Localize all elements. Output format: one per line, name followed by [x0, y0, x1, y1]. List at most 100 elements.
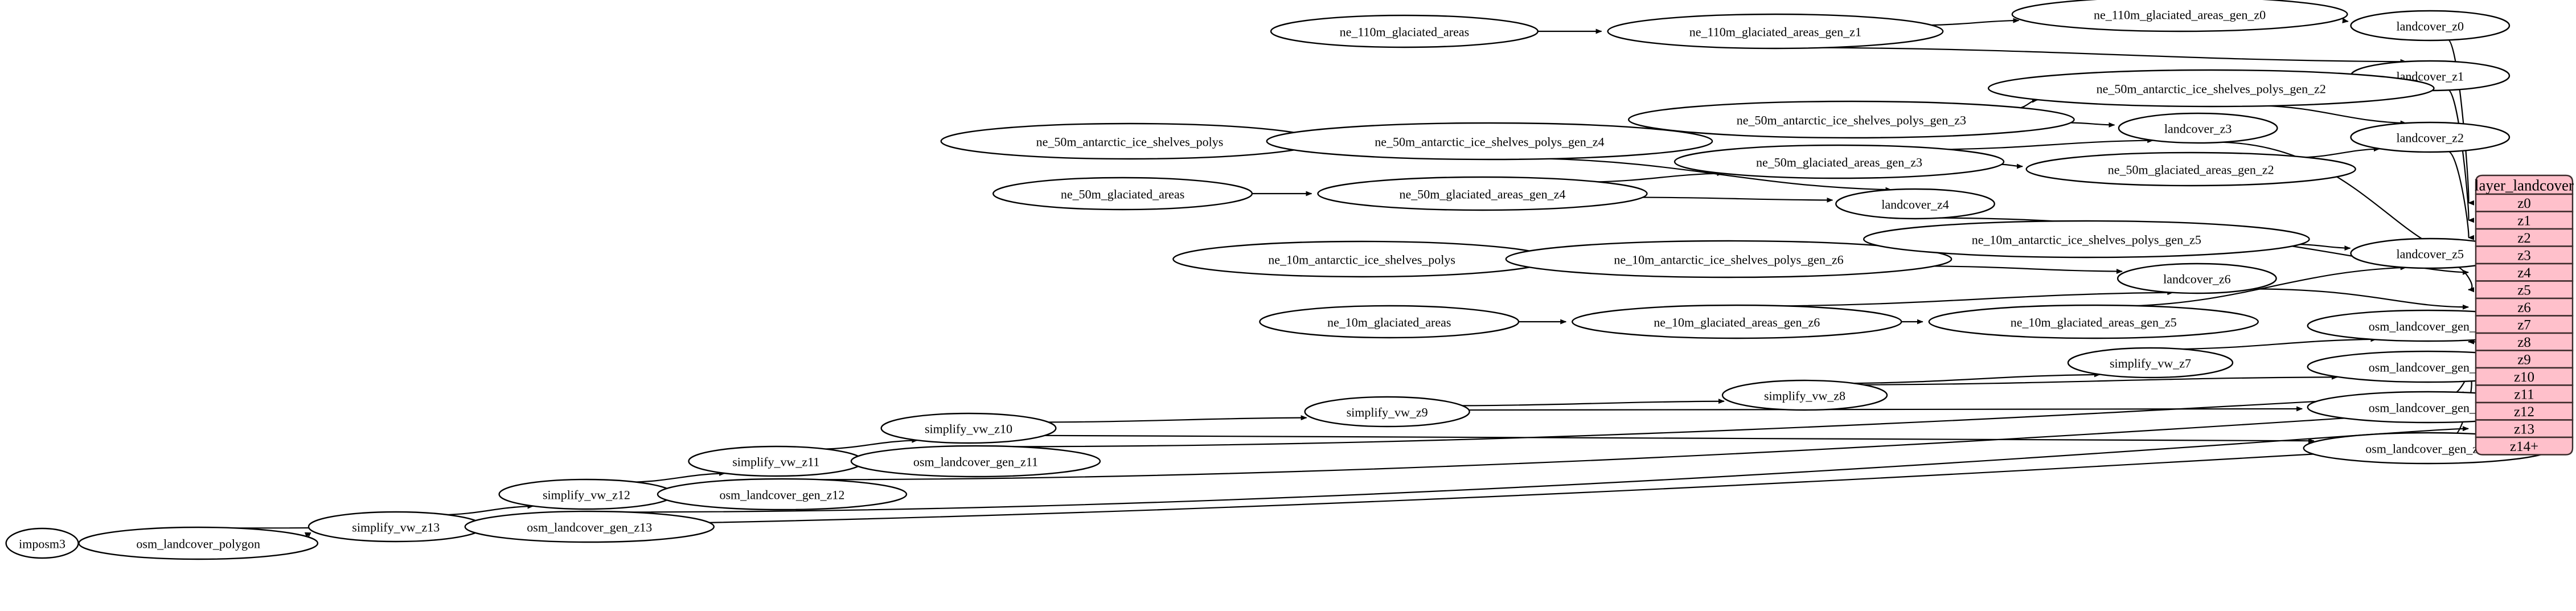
node-label: osm_landcover_gen_z13 — [527, 520, 652, 535]
node-label: osm_landcover_gen_z11 — [913, 455, 1038, 469]
node-label: ne_10m_antarctic_ice_shelves_polys_gen_z… — [1614, 253, 1843, 267]
graph-node-ne_50m_antarctic_ice_shelves_polys_gen_z3[interactable]: ne_50m_antarctic_ice_shelves_polys_gen_z… — [1627, 100, 2075, 139]
node-shape — [2116, 263, 2277, 294]
graph-node-ne_50m_glaciated_areas_gen_z3[interactable]: ne_50m_glaciated_areas_gen_z3 — [1673, 144, 2005, 179]
graph-node-simplify_vw_z10[interactable]: simplify_vw_z10 — [880, 412, 1057, 444]
table-row-label: z10 — [2514, 370, 2534, 385]
node-label: ne_50m_antarctic_ice_shelves_polys_gen_z… — [1375, 135, 1604, 149]
graph-edge — [1461, 399, 1725, 407]
node-label: osm_landcover_gen_z7 — [2369, 319, 2488, 334]
graph-node-ne_10m_antarctic_ice_shelves_polys[interactable]: ne_10m_antarctic_ice_shelves_polys — [1172, 240, 1552, 278]
graph-node-osm_landcover_polygon[interactable]: osm_landcover_polygon — [78, 526, 319, 560]
node-shape — [2067, 347, 2234, 379]
graph-node-simplify_vw_z9[interactable]: simplify_vw_z9 — [1304, 396, 1470, 428]
node-shape — [1270, 14, 1539, 48]
graph-node-ne_50m_glaciated_areas_gen_z2[interactable]: ne_50m_glaciated_areas_gen_z2 — [2025, 151, 2356, 187]
node-label: ne_50m_glaciated_areas_gen_z4 — [1399, 187, 1565, 202]
node-label: ne_50m_glaciated_areas — [1061, 187, 1184, 202]
graph-edge — [1642, 196, 1833, 203]
graph-edge — [1773, 290, 2174, 307]
graph-node-ne_110m_glaciated_areas_gen_z1[interactable]: ne_110m_glaciated_areas_gen_z1 — [1607, 13, 1944, 50]
graph-node-ne_10m_antarctic_ice_shelves_polys_gen_z6[interactable]: ne_10m_antarctic_ice_shelves_polys_gen_z… — [1505, 240, 1952, 278]
table-row-z14+[interactable] — [2475, 436, 2574, 456]
graph-node-osm_landcover_gen_z12[interactable]: osm_landcover_gen_z12 — [657, 478, 908, 511]
graph-edge — [1932, 265, 2123, 274]
graph-edge — [2447, 150, 2475, 240]
node-label: simplify_vw_z10 — [925, 422, 1012, 436]
graph-edge — [1812, 47, 2407, 64]
node-shape — [880, 412, 1057, 444]
table-row-label: z8 — [2517, 335, 2531, 350]
node-shape — [1863, 220, 2310, 259]
table-row-label: z5 — [2517, 282, 2531, 298]
node-label: osm_landcover_gen_z10 — [2365, 442, 2491, 456]
graph-node-landcover_z5[interactable]: landcover_z5 — [2350, 237, 2511, 269]
graph-edge — [2301, 146, 2380, 158]
node-shape — [2350, 10, 2511, 42]
table-row-label: z13 — [2514, 421, 2534, 437]
graph-node-ne_50m_glaciated_areas_gen_z4[interactable]: ne_50m_glaciated_areas_gen_z4 — [1317, 176, 1648, 211]
graph-edge — [1930, 18, 2020, 26]
table-row-label: z0 — [2517, 196, 2531, 211]
node-label: simplify_vw_z8 — [1764, 389, 1845, 403]
node-label: ne_50m_glaciated_areas_gen_z3 — [1756, 155, 1922, 170]
graph-node-ne_50m_antarctic_ice_shelves_polys[interactable]: ne_50m_antarctic_ice_shelves_polys — [940, 122, 1319, 160]
graph-node-simplify_vw_z11[interactable]: simplify_vw_z11 — [688, 445, 864, 477]
graph-node-landcover_z3[interactable]: landcover_z3 — [2118, 112, 2278, 144]
node-shape — [1928, 304, 2259, 339]
graph-node-landcover_z4[interactable]: landcover_z4 — [1835, 188, 1995, 220]
graph-node-ne_110m_glaciated_areas_gen_z0[interactable]: ne_110m_glaciated_areas_gen_z0 — [2011, 0, 2348, 32]
graph-node-osm_landcover_gen_z11[interactable]: osm_landcover_gen_z11 — [850, 445, 1101, 478]
node-shape — [1266, 122, 1713, 161]
graph-node-ne_10m_glaciated_areas_gen_z6[interactable]: ne_10m_glaciated_areas_gen_z6 — [1572, 304, 1902, 339]
node-label: simplify_vw_z12 — [543, 488, 630, 502]
graph-node-landcover_z2[interactable]: landcover_z2 — [2350, 121, 2511, 153]
node-label: landcover_z6 — [2163, 272, 2231, 286]
graph-edge — [2447, 39, 2475, 205]
node-shape — [1317, 176, 1648, 211]
graph-node-ne_50m_antarctic_ice_shelves_polys_gen_z2[interactable]: ne_50m_antarctic_ice_shelves_polys_gen_z… — [1987, 69, 2435, 108]
table-row-label: z11 — [2514, 387, 2534, 402]
graph-node-osm_landcover_gen_z13[interactable]: osm_landcover_gen_z13 — [464, 510, 715, 543]
graph-node-ne_50m_antarctic_ice_shelves_polys_gen_z4[interactable]: ne_50m_antarctic_ice_shelves_polys_gen_z… — [1266, 122, 1713, 161]
node-label: ne_10m_antarctic_ice_shelves_polys — [1268, 253, 1455, 267]
node-label: simplify_vw_z11 — [732, 455, 819, 469]
graph-node-landcover_z0[interactable]: landcover_z0 — [2350, 10, 2511, 42]
graph-node-simplify_vw_z7[interactable]: simplify_vw_z7 — [2067, 347, 2234, 379]
graph-node-ne_10m_antarctic_ice_shelves_polys_gen_z5[interactable]: ne_10m_antarctic_ice_shelves_polys_gen_z… — [1863, 220, 2310, 259]
graph-edge — [442, 503, 534, 516]
graph-node-simplify_vw_z13[interactable]: simplify_vw_z13 — [307, 511, 484, 543]
graph-edge — [2070, 122, 2115, 128]
table-row-label: z12 — [2514, 404, 2534, 420]
graph-node-landcover_z6[interactable]: landcover_z6 — [2116, 263, 2277, 294]
graph-node-ne_10m_glaciated_areas_gen_z5[interactable]: ne_10m_glaciated_areas_gen_z5 — [1928, 304, 2259, 339]
graph-node-ne_50m_glaciated_areas[interactable]: ne_50m_glaciated_areas — [992, 177, 1253, 211]
graph-edge — [2299, 244, 2351, 251]
graph-edge — [2018, 97, 2038, 109]
node-shape — [657, 478, 908, 511]
graph-edge — [631, 470, 726, 483]
node-label: osm_landcover_polygon — [136, 537, 260, 551]
node-label: simplify_vw_z13 — [352, 520, 440, 535]
graph-edge — [1860, 374, 2338, 386]
graph-node-ne_110m_glaciated_areas[interactable]: ne_110m_glaciated_areas — [1270, 14, 1539, 48]
graph-node-simplify_vw_z8[interactable]: simplify_vw_z8 — [1721, 379, 1888, 411]
graph-edge — [2130, 265, 2407, 307]
table-row-label: z1 — [2517, 213, 2531, 228]
graph-node-simplify_vw_z12[interactable]: simplify_vw_z12 — [498, 478, 675, 510]
node-shape — [1259, 305, 1520, 339]
graph-node-imposm3[interactable]: imposm3 — [5, 527, 79, 559]
node-label: ne_110m_glaciated_areas_gen_z1 — [1689, 25, 1861, 39]
graph-edge — [1043, 434, 2315, 444]
node-shape — [1673, 144, 2005, 179]
node-shape — [1627, 100, 2075, 139]
graph-edge — [1469, 406, 2303, 412]
node-label: osm_landcover_gen_z12 — [720, 488, 845, 502]
node-label: landcover_z3 — [2164, 122, 2232, 136]
node-shape — [1721, 379, 1888, 411]
node-label: simplify_vw_z7 — [2110, 356, 2191, 371]
graph-edge — [1849, 372, 2101, 384]
graph-node-ne_10m_glaciated_areas[interactable]: ne_10m_glaciated_areas — [1259, 305, 1520, 339]
